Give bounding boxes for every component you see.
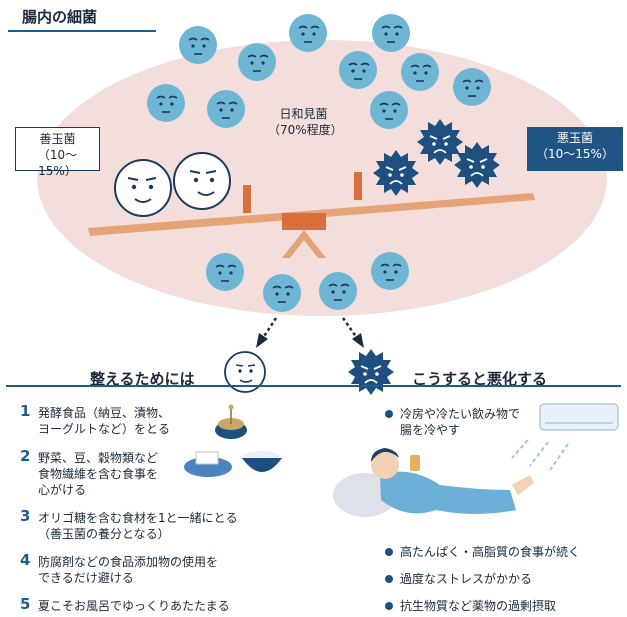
good-bacteria-ratio: （10〜15%） bbox=[37, 148, 78, 178]
improve-item: 野菜、豆、穀物類など 食物繊維を含む食事を 心がける bbox=[38, 450, 158, 498]
improve-item-line: 野菜、豆、穀物類など bbox=[38, 451, 159, 465]
worsen-item: 冷房や冷たい飲み物で 腸を冷やす bbox=[400, 406, 520, 438]
neutral-bacteria-ratio: （70%程度） bbox=[268, 123, 343, 137]
fermented-food-icon bbox=[215, 404, 247, 439]
good-bacteria-name: 善玉菌 bbox=[39, 132, 76, 146]
bad-bacteria-label: 悪玉菌 （10〜15%） bbox=[527, 127, 623, 171]
improve-item-line: ヨーグルトなど）をとる bbox=[38, 422, 171, 436]
improve-heading: 整えるためには bbox=[90, 370, 195, 388]
improve-item-line: 防腐剤などの食品添加物の使用を bbox=[38, 555, 219, 569]
worsen-item: 高たんぱく・高脂質の食事が続く bbox=[400, 545, 581, 559]
worsen-item: 過度なストレスがかかる bbox=[400, 572, 533, 586]
improve-item-line: （善玉菌の養分となる） bbox=[38, 527, 170, 541]
improve-item-number: 1 bbox=[20, 402, 31, 420]
improve-item-line: 夏こそお風呂でゆっくりあたたまる bbox=[38, 599, 230, 613]
good-bacteria-label: 善玉菌 （10〜15%） bbox=[15, 127, 100, 178]
good-bacteria-icon bbox=[114, 152, 231, 217]
bad-bacteria-ratio: （10〜15%） bbox=[536, 147, 614, 161]
improve-item: オリゴ糖を含む食材を1と一緒にとる （善玉菌の養分となる） bbox=[38, 510, 238, 542]
improve-item: 防腐剤などの食品添加物の使用を できるだけ避ける bbox=[38, 554, 218, 586]
bullet-icon bbox=[385, 410, 393, 610]
improve-item-line: 心がける bbox=[38, 483, 87, 497]
air-conditioner-icon bbox=[511, 403, 619, 471]
neutral-bacteria-name: 日和見菌 bbox=[279, 107, 328, 121]
improve-item-number: 4 bbox=[20, 551, 31, 569]
worsen-item-line: 冷房や冷たい飲み物で bbox=[400, 407, 521, 421]
improve-item-line: 食物繊維を含む食事を bbox=[38, 467, 159, 481]
improve-item-number: 3 bbox=[20, 507, 31, 525]
title-underline bbox=[8, 30, 156, 32]
improve-item-number: 5 bbox=[20, 595, 31, 613]
good-bacteria-icon bbox=[224, 351, 266, 393]
bad-bacteria-name: 悪玉菌 bbox=[556, 131, 593, 145]
neutral-bacteria-label: 日和見菌 （70%程度） bbox=[262, 103, 345, 143]
tofu-icon bbox=[184, 451, 232, 477]
improve-item-number: 2 bbox=[20, 447, 31, 465]
arrow-to-worsen bbox=[341, 317, 364, 348]
worsen-heading: こうすると悪化する bbox=[412, 370, 548, 388]
person-drinking-icon bbox=[333, 448, 534, 517]
improve-item: 発酵食品（納豆、漬物、 ヨーグルトなど）をとる bbox=[38, 405, 170, 437]
improve-item-line: オリゴ糖を含む食材を1と一緒にとる bbox=[38, 511, 238, 525]
seesaw-icon bbox=[88, 172, 535, 258]
section-divider bbox=[6, 385, 621, 387]
improve-item-line: 発酵食品（納豆、漬物、 bbox=[38, 406, 171, 420]
arrow-to-improve bbox=[256, 317, 278, 348]
improve-item-line: できるだけ避ける bbox=[38, 571, 134, 585]
rice-bowl-icon bbox=[242, 451, 282, 472]
page-title: 腸内の細菌 bbox=[22, 8, 98, 26]
worsen-item: 抗生物質など薬物の過剰摂取 bbox=[400, 599, 557, 613]
bad-bacteria-icon bbox=[347, 348, 395, 396]
worsen-item-line: 腸を冷やす bbox=[400, 423, 461, 437]
improve-item: 夏こそお風呂でゆっくりあたたまる bbox=[38, 598, 230, 614]
